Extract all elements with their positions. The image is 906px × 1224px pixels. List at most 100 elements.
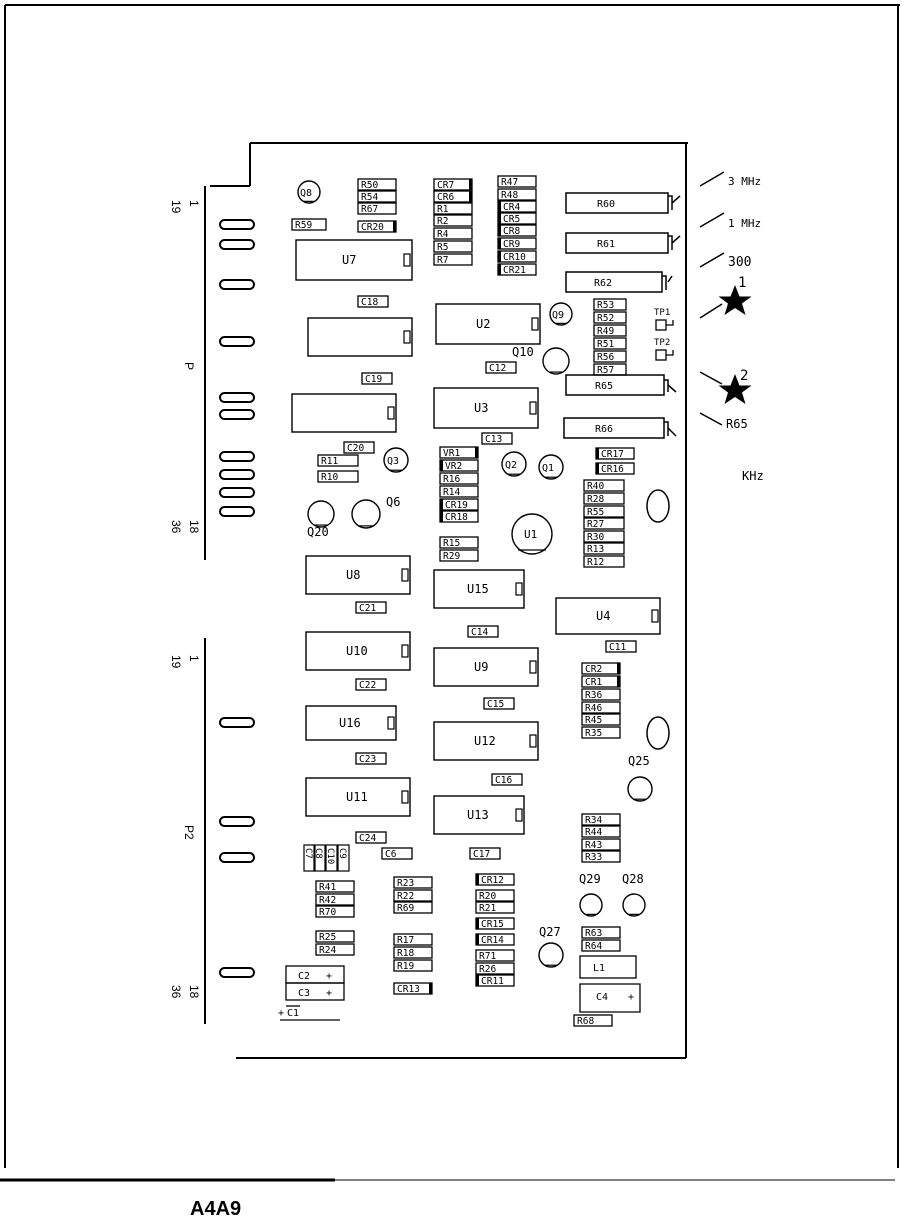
part-r50: R50 — [357, 178, 397, 191]
part-cr19: CR19 — [439, 498, 479, 511]
part-r48: R48 — [497, 188, 537, 201]
part-label: C18 — [361, 297, 378, 308]
part-r55: R55 — [583, 505, 625, 518]
part-label: CR15 — [481, 919, 504, 930]
part-label: C11 — [609, 642, 626, 653]
ic-u3: U3 — [433, 387, 539, 429]
part-c9: C9 — [337, 844, 350, 872]
part-cr9: CR9 — [497, 237, 537, 250]
part-c21: C21 — [355, 601, 387, 614]
part-label: R50 — [361, 180, 378, 191]
transistor-q28: Q28 — [622, 872, 646, 917]
part-r22: R22 — [393, 889, 433, 902]
transistor-label: Q3 — [387, 456, 399, 467]
part-r41: R41 — [315, 880, 355, 893]
part-r7: R7 — [433, 253, 473, 266]
part-label: R42 — [319, 895, 336, 906]
part-r53: R53 — [593, 298, 627, 311]
part-label: CR1 — [585, 677, 602, 688]
part-c8: C8 — [313, 844, 326, 872]
part-r24: R24 — [315, 943, 355, 956]
part-label: C8 — [313, 848, 323, 859]
part-r27: R27 — [583, 517, 625, 530]
ic-label: U11 — [346, 790, 368, 804]
ic-label: U3 — [474, 401, 488, 415]
p2-label: P2 — [182, 825, 196, 840]
part-r36: R36 — [581, 688, 621, 701]
part-cr12: CR12 — [475, 873, 515, 886]
part-label: R55 — [587, 507, 604, 518]
c1-label: C1 — [287, 1008, 299, 1019]
part-label: R41 — [319, 882, 336, 893]
part-label: R68 — [577, 1016, 594, 1027]
part-label: CR20 — [361, 222, 384, 233]
part-c19: C19 — [361, 372, 393, 385]
part-r14: R14 — [439, 485, 479, 498]
part-c23: C23 — [355, 752, 387, 765]
part-label: R47 — [501, 177, 518, 188]
part-label: R2 — [437, 216, 448, 227]
part-cr21: CR21 — [497, 263, 537, 276]
ic-label: U12 — [474, 734, 496, 748]
part-r26: R26 — [475, 962, 515, 975]
transistor-label: Q27 — [539, 925, 561, 939]
part-label: R16 — [443, 474, 460, 485]
part-label: R22 — [397, 891, 414, 902]
part-label: CR14 — [481, 935, 504, 946]
part-vr2: VR2 — [439, 459, 479, 472]
part-cr15: CR15 — [475, 917, 515, 930]
ic-label: U1 — [524, 528, 537, 541]
part-label: R18 — [397, 948, 414, 959]
part-label: R30 — [587, 532, 604, 543]
part-cr6: CR6 — [433, 190, 473, 203]
part-r46: R46 — [581, 701, 621, 714]
part-c7: C7 — [303, 844, 316, 872]
p2-pin-19: 19 — [169, 655, 183, 669]
part-label: R26 — [479, 964, 496, 975]
part-label: R44 — [585, 827, 602, 838]
tp1-label: TP1 — [654, 308, 670, 318]
part-r49: R49 — [593, 324, 627, 337]
part-r12: R12 — [583, 555, 625, 568]
part-label: CR6 — [437, 192, 454, 203]
page-frame — [0, 4, 900, 1182]
part-label: R59 — [295, 220, 312, 231]
part-r28: R28 — [583, 492, 625, 505]
callout-star1-number: 1 — [738, 275, 746, 291]
part-r4: R4 — [433, 227, 473, 240]
connector-p2-fingers — [219, 717, 255, 978]
part-label: C7 — [303, 848, 313, 859]
part-label: CR16 — [601, 464, 624, 475]
part-label: R11 — [321, 456, 338, 467]
part-r19: R19 — [393, 959, 433, 972]
part-label: C23 — [359, 754, 376, 765]
part-label: R36 — [585, 690, 602, 701]
part-vr1: VR1 — [439, 446, 479, 459]
part-r33: R33 — [581, 850, 621, 863]
part-c14: C14 — [467, 625, 499, 638]
part-label: R69 — [397, 903, 414, 914]
connector-p2: 1 19 P2 18 36 — [169, 638, 255, 1024]
part-label: R71 — [479, 951, 496, 962]
part-c20: C20 — [343, 441, 375, 454]
transistor-label: Q1 — [542, 463, 554, 474]
p1-label: P — [182, 362, 196, 370]
part-label: R46 — [585, 703, 602, 714]
ic-label: U15 — [467, 582, 489, 596]
transistor-label: Q10 — [512, 345, 534, 359]
part-cr7: CR7 — [433, 178, 473, 191]
part-cr8: CR8 — [497, 224, 537, 237]
part-r45: R45 — [581, 713, 621, 726]
ic-u13: U13 — [433, 795, 525, 835]
part-r52: R52 — [593, 311, 627, 324]
star-icons — [718, 285, 752, 404]
part-label: VR2 — [445, 461, 462, 472]
part-r68: R68 — [573, 1014, 613, 1027]
part-cr11: CR11 — [475, 974, 515, 987]
part-label: C9 — [337, 848, 347, 859]
part-r10: R10 — [317, 470, 359, 483]
transistor-label: Q25 — [628, 754, 650, 768]
part-label: R23 — [397, 878, 414, 889]
capacitors-c2-c3 — [280, 965, 345, 1021]
